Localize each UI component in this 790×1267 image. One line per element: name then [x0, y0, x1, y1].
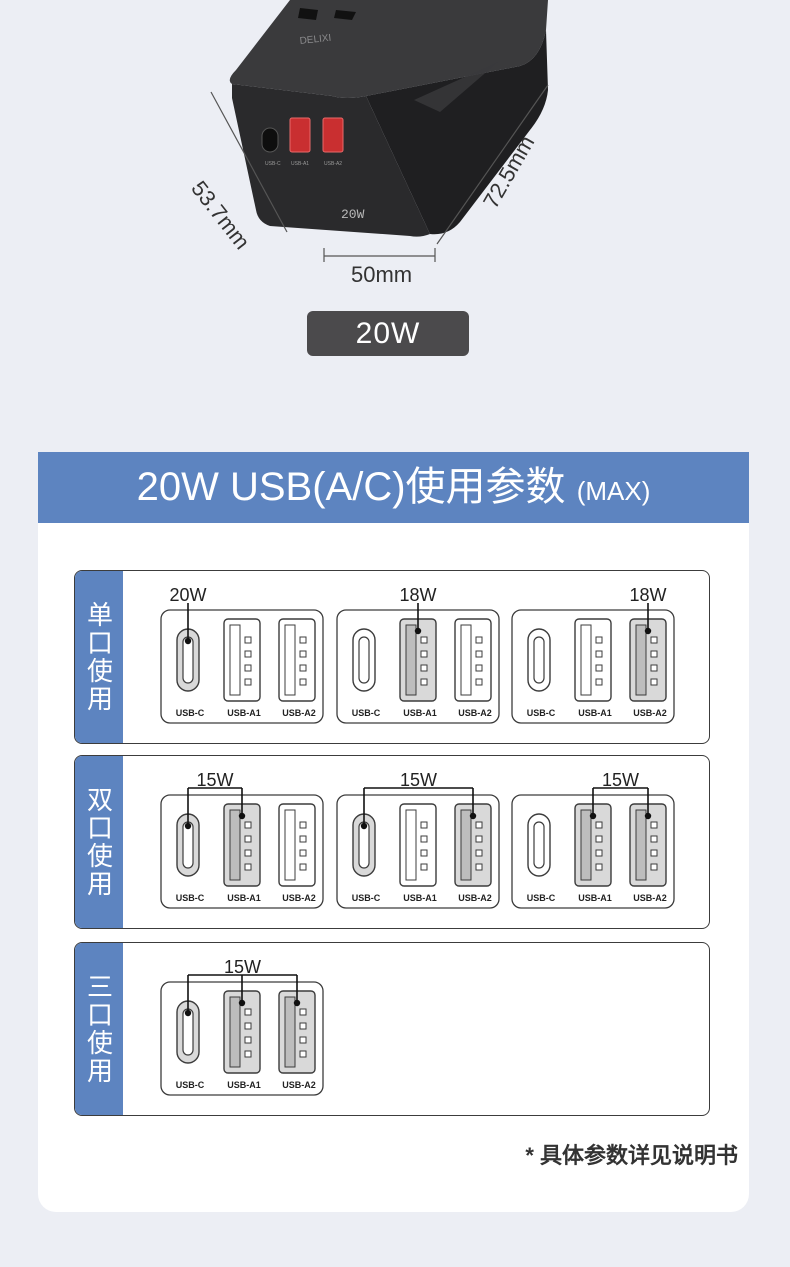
- connector-dot: [414, 627, 422, 635]
- scenario-power-label: 15W: [601, 770, 640, 790]
- scenario-power-label: 15W: [196, 770, 234, 790]
- connector-dot: [469, 812, 477, 820]
- usage-scenario: 15W USB-C USB-A1 USB-A2: [160, 770, 326, 910]
- port-name-label: USB-A2: [633, 893, 667, 903]
- usb-c-port: [352, 813, 376, 877]
- port-name-label: USB-A2: [282, 708, 316, 718]
- charger-illustration: DELIXI USB-C USB-A1 USB-A2 20W: [210, 0, 549, 262]
- port-diagram: [336, 787, 500, 909]
- port-diagram: [160, 787, 324, 909]
- usage-scenario: 18W USB-C USB-A1 USB-A2: [336, 585, 502, 725]
- port-name-label: USB-A2: [458, 893, 492, 903]
- usb-a-port: [278, 990, 316, 1074]
- port-name-label: USB-C: [526, 708, 556, 718]
- usb-a2-port-illustration: [322, 117, 344, 153]
- usb-c-port: [352, 628, 376, 692]
- connector-dot: [184, 637, 192, 645]
- spec-title-suffix: (MAX): [576, 476, 651, 506]
- usage-group: 三口使用 15W USB-C USB-A1 USB-A2: [74, 942, 710, 1116]
- usb-a-port: [223, 803, 261, 887]
- charger-right-face: [366, 30, 548, 235]
- usage-group-label: 三口使用: [75, 943, 123, 1115]
- usb-a-port: [223, 990, 261, 1074]
- usage-scenario: 20W USB-C USB-A1 USB-A2: [160, 585, 326, 725]
- usage-group-label: 单口使用: [75, 571, 123, 743]
- port-name-label: USB-A1: [578, 893, 612, 903]
- usage-scenario: 15W USB-C USB-A1 USB-A2: [511, 770, 677, 910]
- usage-scenario: 18W USB-C USB-A1 USB-A2: [511, 585, 677, 725]
- port-name-label: USB-A1: [403, 893, 437, 903]
- usb-a-port: [629, 803, 667, 887]
- usage-scenario: 15W USB-C USB-A1 USB-A2: [336, 770, 502, 910]
- port-name-label: USB-A2: [458, 708, 492, 718]
- body-power-badge: 20W: [341, 207, 365, 222]
- scenario-power-label: 15W: [223, 957, 262, 977]
- connector-dot: [644, 627, 652, 635]
- spec-header: 20W USB(A/C)使用参数 (MAX): [38, 452, 749, 523]
- usb-a-port: [629, 618, 667, 702]
- usb-c-port: [176, 628, 200, 692]
- port-name-label: USB-A1: [578, 708, 612, 718]
- port-diagram: [336, 603, 500, 724]
- power-rating-badge: 20W: [307, 311, 469, 356]
- port-diagram: [511, 787, 675, 909]
- port-name-label: USB-C: [175, 708, 205, 718]
- connector-dot: [238, 812, 246, 820]
- usb-a-port: [574, 618, 612, 702]
- usb-a-port: [223, 618, 261, 702]
- port-name-label: USB-A1: [227, 708, 261, 718]
- brand-logo: DELIXI: [299, 33, 332, 47]
- connector-dot: [293, 999, 301, 1007]
- port-name-label: USB-A1: [227, 1080, 261, 1090]
- connector-dot: [589, 812, 597, 820]
- usb-a-port: [278, 803, 316, 887]
- port-name-label: USB-A1: [227, 893, 261, 903]
- spec-card: 20W USB(A/C)使用参数 (MAX) 单口使用 20W USB-C USB-A…: [38, 452, 749, 1212]
- port-name-label: USB-C: [175, 893, 205, 903]
- port-diagram: [160, 603, 324, 724]
- usage-group: 单口使用 20W USB-C USB-A1 USB-A2 18W USB-C USB-A1 US…: [74, 570, 710, 744]
- usb-c-port-illustration: [261, 127, 279, 153]
- usb-a-port: [399, 618, 437, 702]
- svg-text:USB-A1: USB-A1: [291, 161, 309, 167]
- usb-a1-port-illustration: [289, 117, 311, 153]
- usage-scenario: 15W USB-C USB-A1 USB-A2: [160, 957, 326, 1097]
- usage-group: 双口使用 15W USB-C USB-A1 USB-A2 15W USB-C USB-A1 US…: [74, 755, 710, 929]
- usb-a-port: [399, 803, 437, 887]
- port-name-label: USB-C: [351, 893, 381, 903]
- usb-c-port: [527, 813, 551, 877]
- connector-dot: [238, 999, 246, 1007]
- svg-text:USB-C: USB-C: [265, 161, 281, 167]
- connector-dot: [184, 1009, 192, 1017]
- port-diagram: [511, 603, 675, 724]
- usb-a-port: [278, 618, 316, 702]
- scenario-power-label: 18W: [629, 585, 667, 605]
- usb-c-port: [527, 628, 551, 692]
- width-dimension-label: 50mm: [351, 262, 413, 287]
- port-name-label: USB-C: [526, 893, 556, 903]
- port-name-label: USB-A1: [403, 708, 437, 718]
- port-name-label: USB-C: [175, 1080, 205, 1090]
- port-name-label: USB-A2: [282, 893, 316, 903]
- usb-a-port: [454, 618, 492, 702]
- port-name-label: USB-A2: [282, 1080, 316, 1090]
- usage-group-label: 双口使用: [75, 756, 123, 928]
- scenario-power-label: 18W: [399, 585, 437, 605]
- usb-a-port: [574, 803, 612, 887]
- scenario-power-label: 20W: [169, 585, 207, 605]
- port-name-label: USB-A2: [633, 708, 667, 718]
- scenario-power-label: 15W: [399, 770, 438, 790]
- spec-title: 20W USB(A/C)使用参数: [136, 465, 566, 509]
- port-name-label: USB-C: [351, 708, 381, 718]
- charger-top-face: [229, 0, 548, 98]
- product-illustration: DELIXI USB-C USB-A1 USB-A2 20W 53.7mm 72…: [0, 0, 790, 380]
- connector-dot: [360, 822, 368, 830]
- port-diagram: [160, 974, 324, 1096]
- footnote: * 具体参数详见说明书: [525, 1143, 738, 1168]
- connector-dot: [644, 812, 652, 820]
- connector-dot: [184, 822, 192, 830]
- charger-front-face: [232, 84, 430, 237]
- svg-text:USB-A2: USB-A2: [324, 161, 342, 167]
